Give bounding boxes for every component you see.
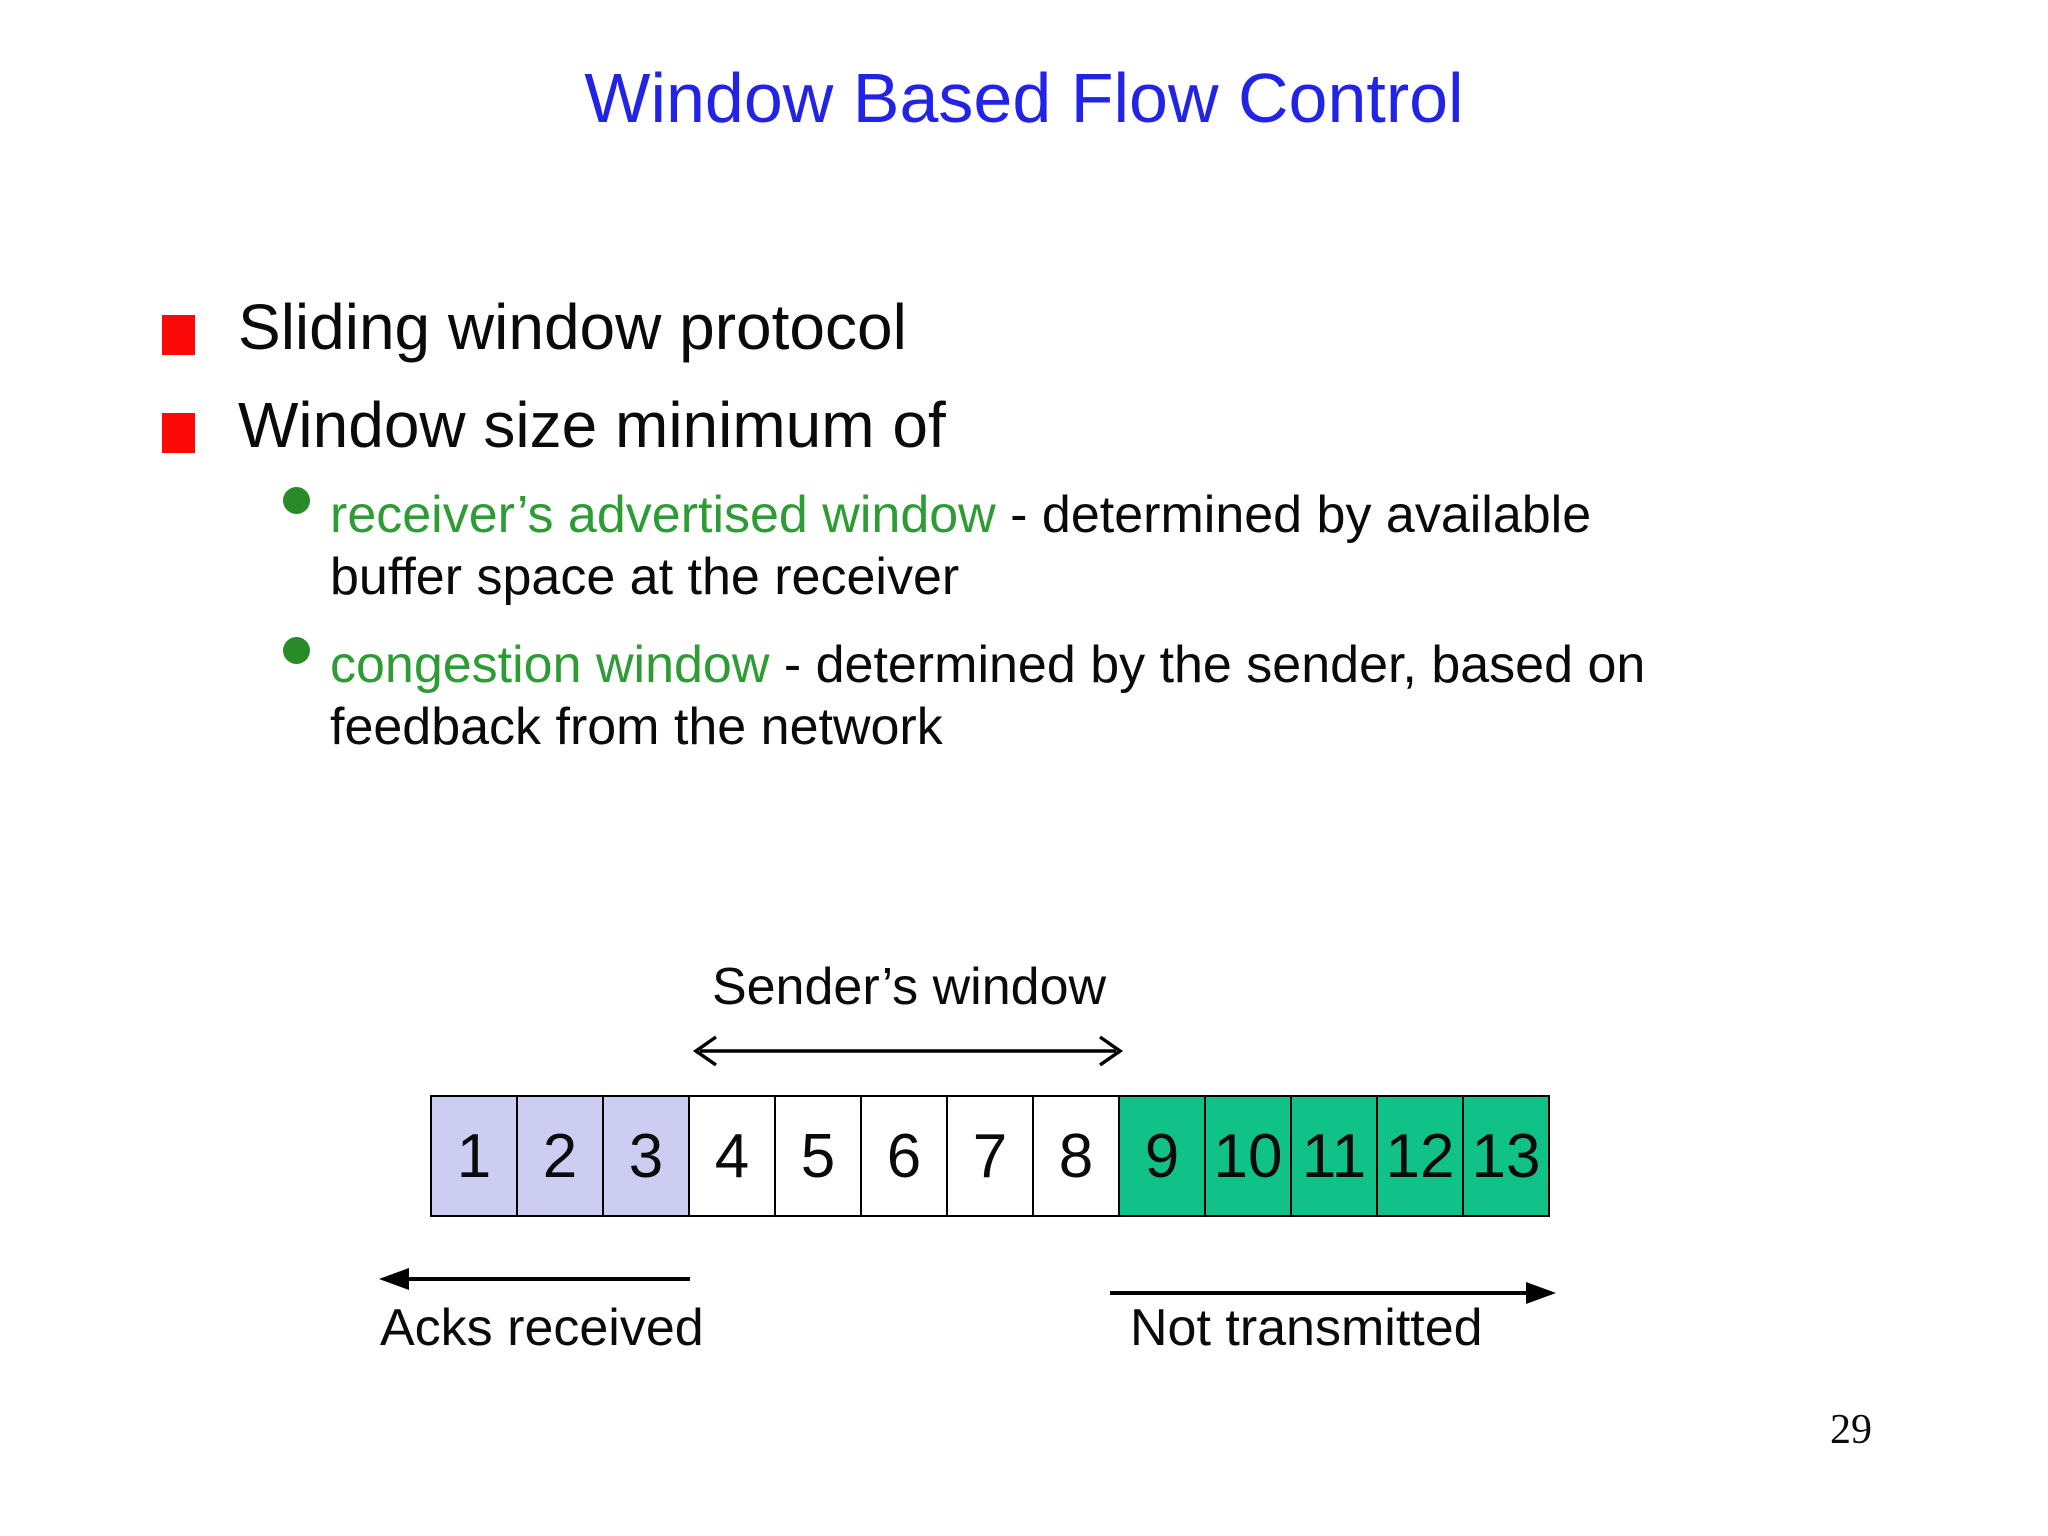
senders-window-range-arrow-icon bbox=[692, 1035, 1124, 1067]
slide-title: Window Based Flow Control bbox=[584, 59, 1464, 137]
bullet-window-size: Window size minimum of bbox=[238, 389, 946, 461]
sequence-cell-2: 2 bbox=[516, 1095, 604, 1217]
sequence-cell-10: 10 bbox=[1204, 1095, 1292, 1217]
sequence-cell-12: 12 bbox=[1376, 1095, 1464, 1217]
page-number: 29 bbox=[1830, 1407, 1872, 1453]
bullet-sliding-window: Sliding window protocol bbox=[238, 291, 907, 363]
sequence-cell-7: 7 bbox=[946, 1095, 1034, 1217]
highlight-receiver-window: receiver’s advertised window bbox=[330, 486, 996, 544]
sub-bullet-congestion-rest: - determined by the sender, based on fee… bbox=[330, 636, 1646, 756]
sequence-cell-4: 4 bbox=[688, 1095, 776, 1217]
not-transmitted-label: Not transmitted bbox=[1130, 1299, 1483, 1357]
sequence-cell-11: 11 bbox=[1290, 1095, 1378, 1217]
acks-received-label: Acks received bbox=[380, 1299, 704, 1357]
sub-bullet-receiver-rest: - determined by available buffer space a… bbox=[330, 486, 1592, 606]
sequence-cell-9: 9 bbox=[1118, 1095, 1206, 1217]
red-square-bullet-icon bbox=[162, 413, 195, 453]
sub-bullet-receiver-window: receiver’s advertised window - determine… bbox=[330, 484, 1790, 608]
green-dot-bullet-icon bbox=[283, 487, 310, 514]
sequence-cell-3: 3 bbox=[602, 1095, 690, 1217]
red-square-bullet-icon bbox=[162, 315, 195, 355]
acks-received-arrow-icon bbox=[379, 1268, 690, 1290]
sequence-cell-13: 13 bbox=[1462, 1095, 1550, 1217]
sequence-cell-1: 1 bbox=[430, 1095, 518, 1217]
sub-bullet-congestion-window: congestion window - determined by the se… bbox=[330, 634, 1790, 758]
sequence-cell-8: 8 bbox=[1032, 1095, 1120, 1217]
sequence-cell-6: 6 bbox=[860, 1095, 948, 1217]
not-transmitted-arrow-icon bbox=[1110, 1282, 1556, 1304]
highlight-congestion-window: congestion window bbox=[330, 636, 770, 694]
sequence-cell-5: 5 bbox=[774, 1095, 862, 1217]
green-dot-bullet-icon bbox=[283, 637, 310, 664]
senders-window-label: Sender’s window bbox=[711, 958, 1107, 1016]
